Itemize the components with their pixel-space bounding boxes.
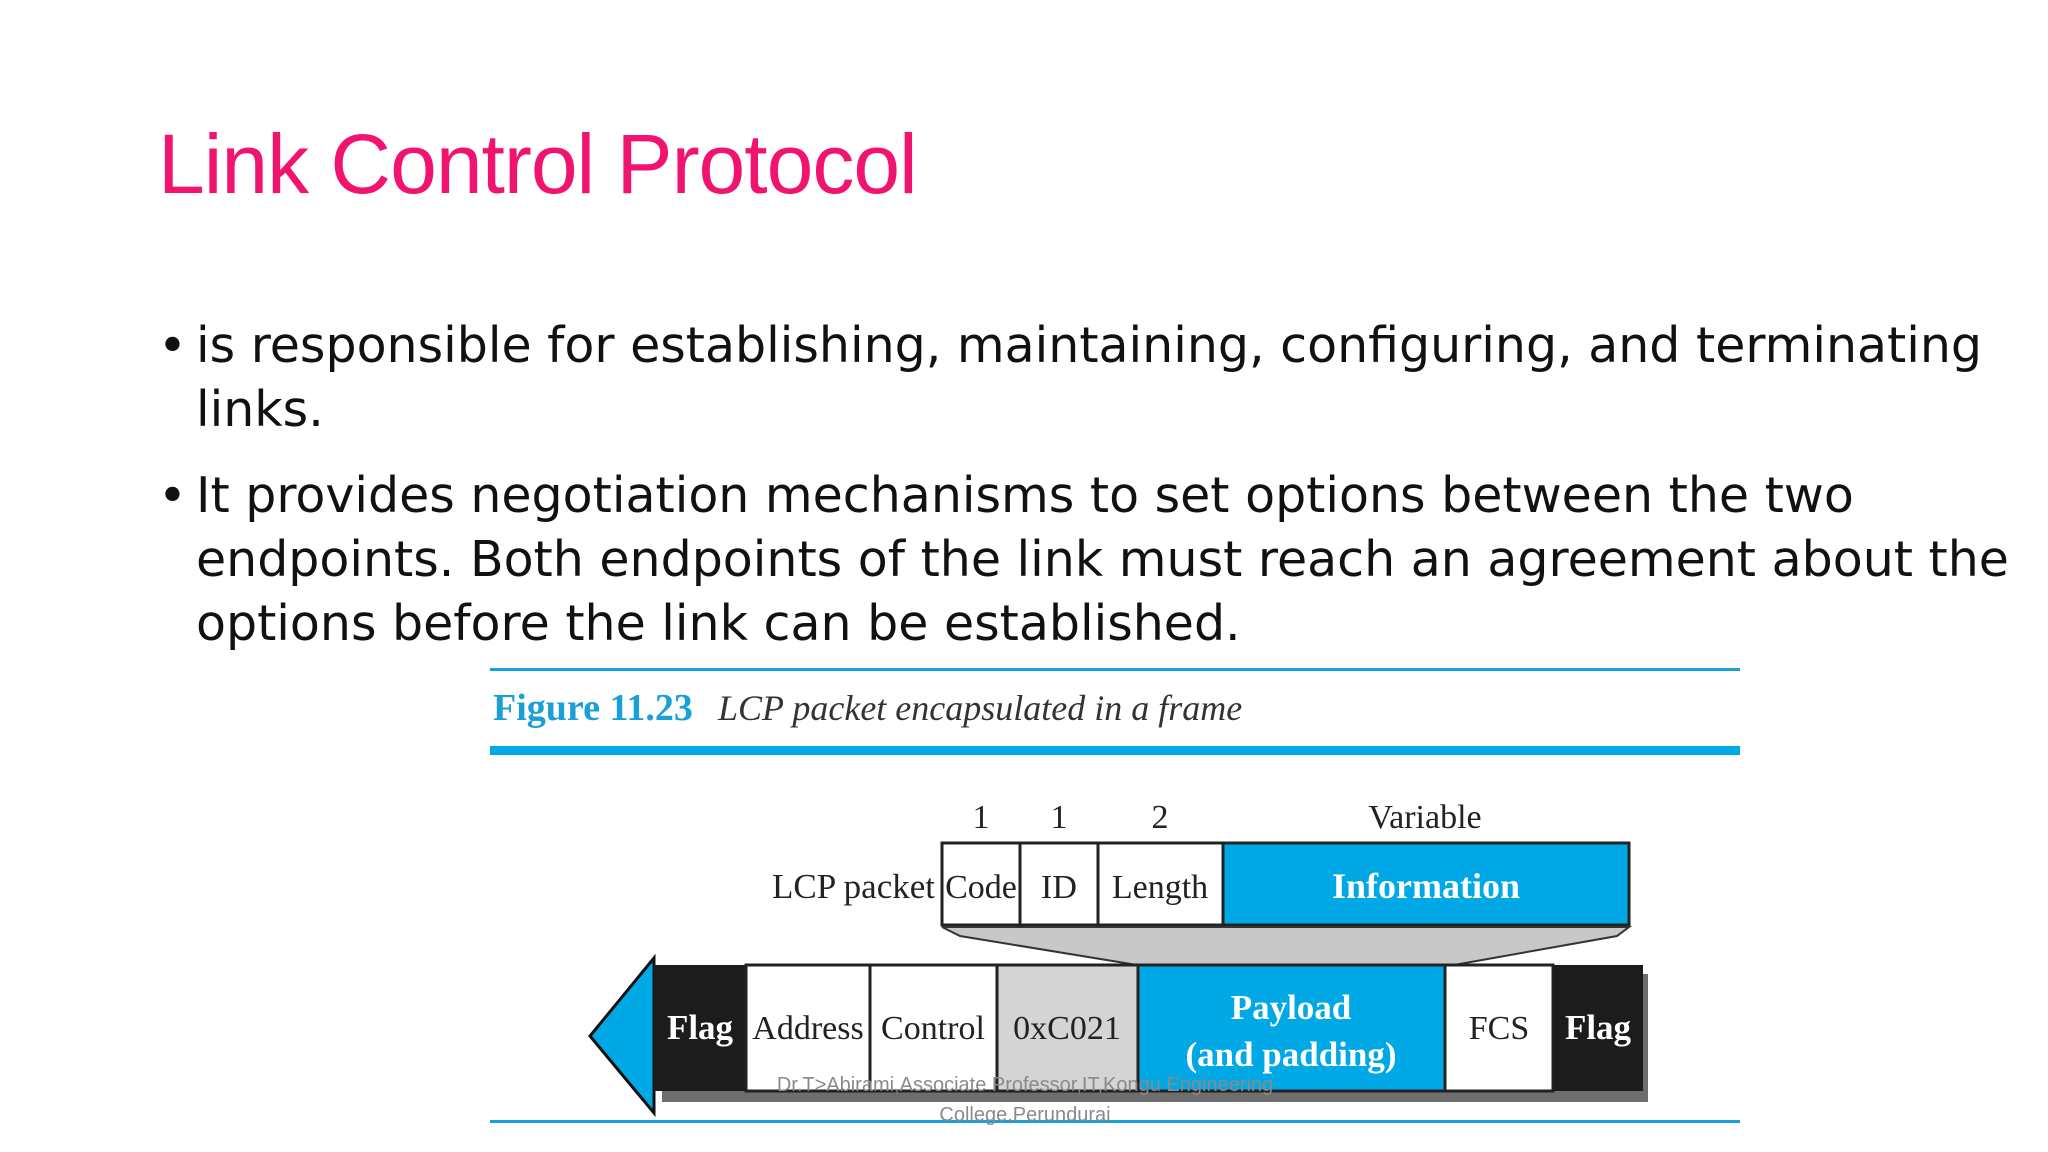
lcp-packet-label: LCP packet — [772, 867, 935, 906]
frame-field-payload-box — [1136, 963, 1447, 1093]
bullet-item: • It provides negotiation mechanisms to … — [158, 464, 2018, 656]
slide-title: Link Control Protocol — [158, 117, 918, 211]
bullet-text: It provides negotiation mechanisms to se… — [196, 467, 2009, 652]
figure-caption: LCP packet encapsulated in a frame — [717, 688, 1242, 728]
slide-footer: Dr.T>Abirami,Associate Professor,IT,Kong… — [740, 1070, 1310, 1130]
lcp-field-code-box — [940, 841, 1022, 927]
frame-field-protocol-box — [995, 963, 1140, 1093]
bullet-symbol: • — [158, 467, 187, 524]
caption-top-rule — [490, 668, 1740, 671]
lcp-field-code: Code — [945, 869, 1017, 906]
frame-direction-arrow — [588, 953, 656, 1118]
caption-bottom-rule — [490, 746, 1740, 755]
frame-field-payload-padding: (and padding) — [1185, 1035, 1396, 1074]
lcp-field-id: ID — [1041, 869, 1077, 906]
lcp-field-length: Length — [1112, 869, 1208, 906]
frame-field-fcs-box — [1443, 963, 1555, 1093]
lcp-frame-diagram: Figure 11.23 LCP packet encapsulated in … — [490, 668, 1740, 1123]
encapsulation-funnel — [941, 926, 1632, 966]
figure-number: Figure 11.23 — [493, 687, 693, 729]
size-label-length: 2 — [1152, 799, 1169, 836]
lcp-field-information-box — [1221, 841, 1631, 927]
figure-bottom-rule — [490, 1120, 1740, 1123]
bullet-item: • is responsible for establishing, maint… — [158, 314, 2018, 442]
frame-field-flag-end-box — [1553, 965, 1643, 1091]
size-label-id: 1 — [1051, 799, 1068, 836]
bullet-text: is responsible for establishing, maintai… — [196, 317, 1983, 438]
frame-field-protocol: 0xC021 — [1013, 1010, 1121, 1047]
frame-field-control-box — [868, 963, 999, 1093]
frame-field-payload: Payload — [1231, 988, 1352, 1027]
size-label-code: 1 — [973, 799, 990, 836]
lcp-frame-figure: Figure 11.23 LCP packet encapsulated in … — [490, 668, 1740, 1128]
lcp-field-length-box — [1096, 841, 1225, 927]
lcp-field-id-box — [1018, 841, 1100, 927]
footer-line: Dr.T>Abirami,Associate Professor,IT,Kong… — [776, 1074, 1274, 1096]
frame-field-control: Control — [881, 1010, 985, 1047]
size-label-information: Variable — [1368, 799, 1481, 836]
frame-field-flag-end: Flag — [1565, 1008, 1632, 1047]
lcp-field-information: Information — [1332, 866, 1520, 906]
frame-field-flag-start-box — [654, 965, 746, 1091]
footer-line: College,Perundurai — [939, 1104, 1111, 1126]
bullet-symbol: • — [158, 317, 187, 374]
frame-field-address-box — [744, 963, 872, 1093]
bullet-list: • is responsible for establishing, maint… — [158, 314, 2018, 678]
frame-field-flag-start: Flag — [667, 1008, 734, 1047]
frame-field-address: Address — [752, 1010, 863, 1047]
frame-field-fcs: FCS — [1469, 1010, 1530, 1047]
